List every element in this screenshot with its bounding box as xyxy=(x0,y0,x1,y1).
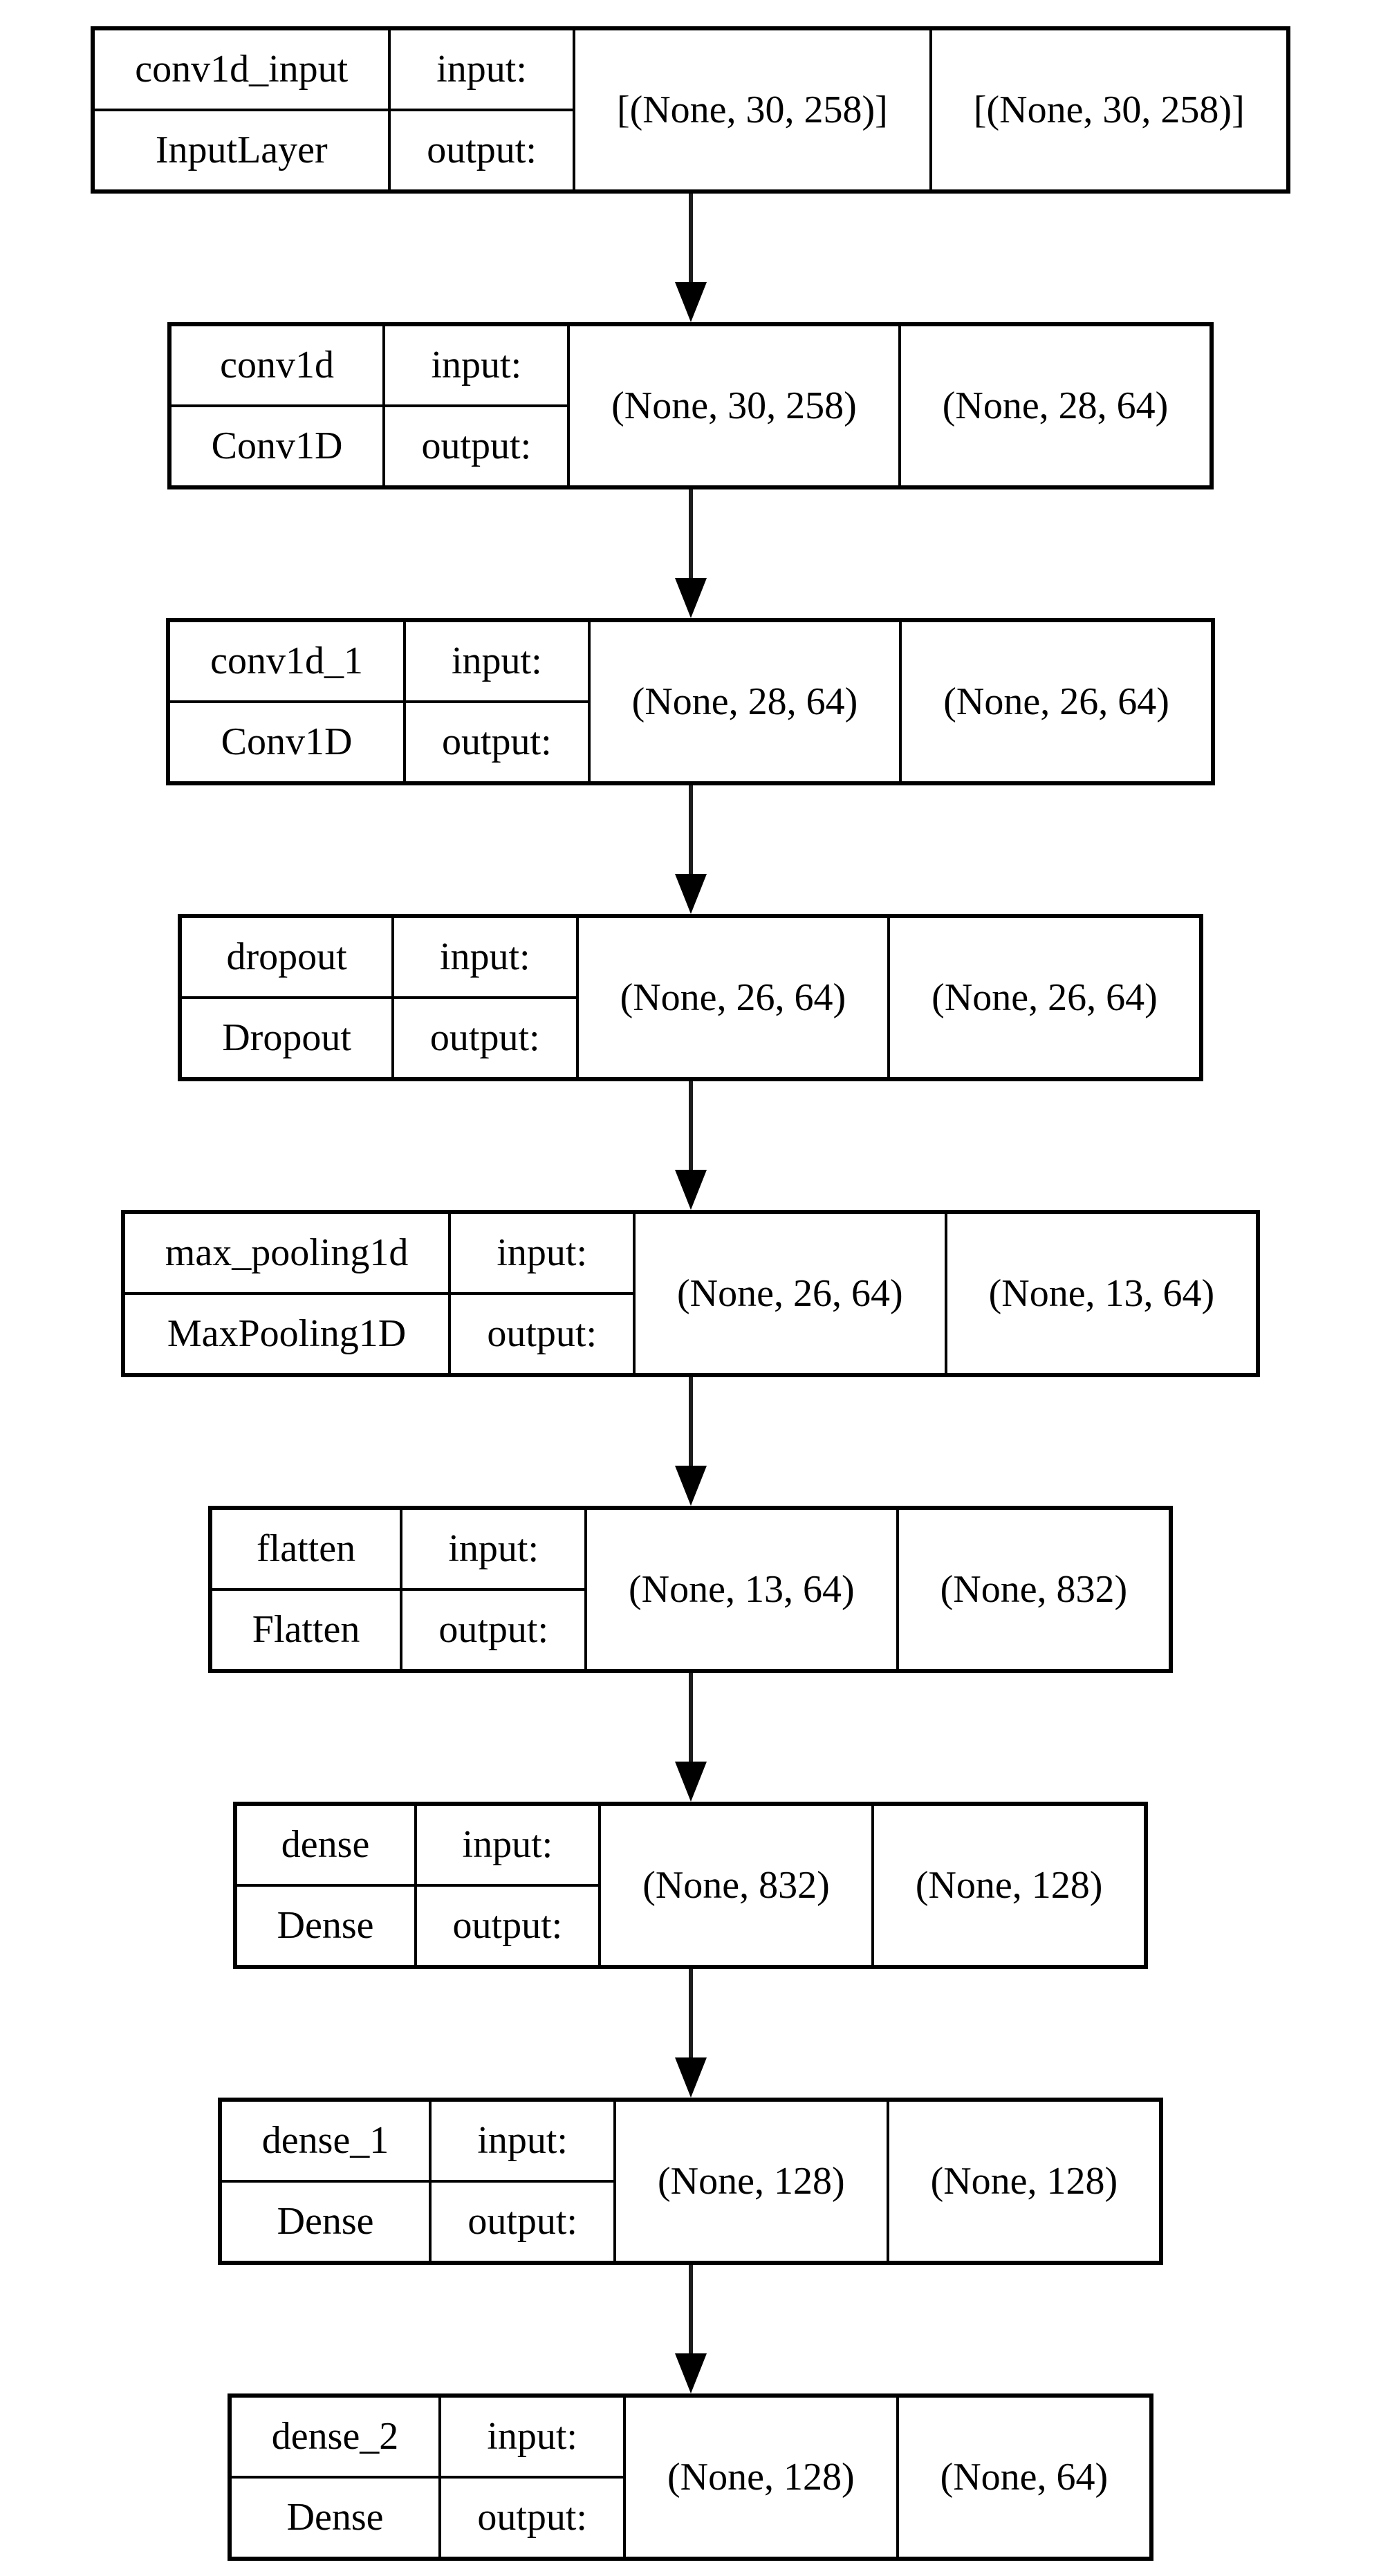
output-label: output: xyxy=(402,700,591,785)
layer-type: MaxPooling1D xyxy=(121,1292,452,1376)
input-label: input: xyxy=(400,1506,588,1591)
arrowhead-icon xyxy=(674,1170,707,1210)
arrow-shaft xyxy=(688,1377,693,1466)
layer-name: dense_2 xyxy=(228,2394,442,2479)
input-shape: (None, 13, 64) xyxy=(584,1506,899,1672)
arrow-down xyxy=(674,1377,707,1506)
layer-node-conv1d_1: conv1d_1 input: (None, 28, 64) (None, 26… xyxy=(166,618,1215,785)
layer-type: Dense xyxy=(228,2476,442,2560)
arrow-down xyxy=(674,1673,707,1802)
output-shape: [(None, 30, 258)] xyxy=(929,27,1290,193)
output-shape: (None, 28, 64) xyxy=(898,323,1214,489)
arrowhead-icon xyxy=(674,874,707,914)
input-shape: [(None, 30, 258)] xyxy=(572,27,932,193)
arrowhead-icon xyxy=(674,1762,707,1802)
input-label: input: xyxy=(382,323,571,407)
layer-node-dropout: dropout input: (None, 26, 64) (None, 26,… xyxy=(178,914,1203,1081)
output-shape: (None, 64) xyxy=(896,2394,1153,2560)
output-label: output: xyxy=(382,404,571,489)
output-label: output: xyxy=(388,109,575,193)
layer-name: dropout xyxy=(178,915,394,999)
input-shape: (None, 26, 64) xyxy=(633,1211,947,1376)
arrow-shaft xyxy=(688,1081,693,1170)
arrow-down xyxy=(674,2265,707,2393)
input-label: input: xyxy=(414,1802,602,1887)
arrowhead-icon xyxy=(674,1466,707,1506)
layer-node-flatten: flatten input: (None, 13, 64) (None, 832… xyxy=(207,1506,1174,1673)
input-label: input: xyxy=(388,27,575,111)
output-shape: (None, 26, 64) xyxy=(887,915,1203,1081)
layer-name: conv1d_1 xyxy=(167,619,406,703)
arrow-shaft xyxy=(688,785,693,874)
layer-type: Flatten xyxy=(208,1588,403,1672)
layer-type: Dense xyxy=(218,2180,432,2264)
input-label: input: xyxy=(391,915,579,999)
layer-type: Dropout xyxy=(178,996,394,1081)
input-shape: (None, 128) xyxy=(623,2394,899,2560)
arrow-shaft xyxy=(688,1673,693,1762)
layer-name: dense xyxy=(233,1802,417,1887)
arrow-shaft xyxy=(688,194,693,282)
layer-name: conv1d_input xyxy=(91,27,391,111)
output-label: output: xyxy=(414,1884,602,1968)
output-label: output: xyxy=(400,1588,588,1672)
layer-name: max_pooling1d xyxy=(121,1211,452,1295)
layer-name: conv1d xyxy=(167,323,386,407)
output-label: output: xyxy=(448,1292,636,1376)
input-label: input: xyxy=(429,2098,616,2183)
input-label: input: xyxy=(438,2394,626,2479)
layer-node-conv1d_input: conv1d_input input: [(None, 30, 258)] [(… xyxy=(91,26,1290,194)
arrow-down xyxy=(674,1969,707,2098)
layer-type: Dense xyxy=(233,1884,417,1968)
layer-type: Conv1D xyxy=(167,404,386,489)
layer-node-dense: dense input: (None, 832) (None, 128) Den… xyxy=(232,1802,1149,1969)
layer-name: flatten xyxy=(208,1506,403,1591)
output-shape: (None, 128) xyxy=(871,1802,1148,1968)
arrowhead-icon xyxy=(674,2353,707,2393)
arrow-shaft xyxy=(688,489,693,578)
arrow-shaft xyxy=(688,1969,693,2057)
arrowhead-icon xyxy=(674,578,707,618)
arrow-down xyxy=(674,1081,707,1210)
arrowhead-icon xyxy=(674,2057,707,2098)
input-shape: (None, 128) xyxy=(613,2098,889,2264)
input-shape: (None, 28, 64) xyxy=(587,619,902,785)
layer-name: dense_1 xyxy=(218,2098,432,2183)
output-shape: (None, 13, 64) xyxy=(944,1211,1260,1376)
layer-node-max_pooling1d: max_pooling1d input: (None, 26, 64) (Non… xyxy=(120,1210,1261,1377)
layer-node-dense_1: dense_1 input: (None, 128) (None, 128) D… xyxy=(217,2098,1164,2265)
arrow-down xyxy=(674,194,707,322)
layer-node-conv1d: conv1d input: (None, 30, 258) (None, 28,… xyxy=(167,322,1214,489)
arrow-shaft xyxy=(688,2265,693,2353)
arrow-down xyxy=(674,785,707,914)
input-shape: (None, 26, 64) xyxy=(575,915,891,1081)
output-shape: (None, 128) xyxy=(886,2098,1163,2264)
input-label: input: xyxy=(402,619,591,703)
output-label: output: xyxy=(438,2476,626,2560)
output-shape: (None, 26, 64) xyxy=(899,619,1214,785)
output-label: output: xyxy=(391,996,579,1081)
layer-type: Conv1D xyxy=(167,700,406,785)
input-shape: (None, 832) xyxy=(598,1802,874,1968)
arrow-down xyxy=(674,489,707,618)
arrowhead-icon xyxy=(674,282,707,322)
input-label: input: xyxy=(448,1211,636,1295)
layer-type: InputLayer xyxy=(91,109,391,193)
layer-node-dense_2: dense_2 input: (None, 128) (None, 64) De… xyxy=(227,2393,1154,2561)
output-label: output: xyxy=(429,2180,616,2264)
output-shape: (None, 832) xyxy=(896,1506,1173,1672)
input-shape: (None, 30, 258) xyxy=(567,323,901,489)
